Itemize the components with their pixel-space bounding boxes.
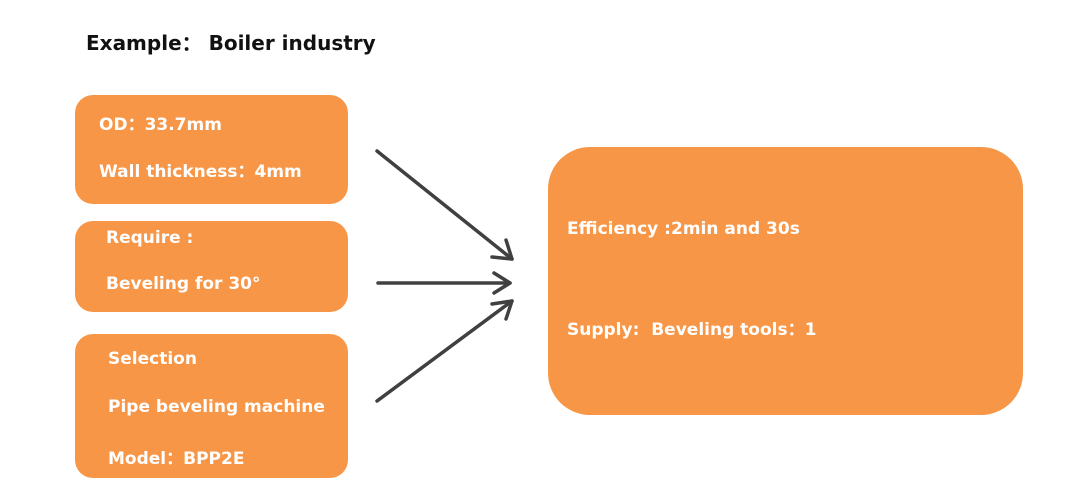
arrow-top [375, 149, 514, 261]
machine-label: Pipe beveling machine [108, 397, 325, 417]
model-label: Model：BPP2E [108, 449, 245, 469]
page-title: Example： Boiler industry [86, 31, 376, 55]
arrow-middle [376, 271, 512, 295]
selection-box: Selection Pipe beveling machine Model：BP… [75, 334, 348, 478]
efficiency-label: Efficiency :2min and 30s [567, 219, 800, 239]
result-box: Efficiency :2min and 30s Supply: Bevelin… [548, 147, 1023, 415]
wall-thickness-label: Wall thickness：4mm [99, 162, 302, 182]
supply-label: Supply: Beveling tools：1 [567, 320, 817, 340]
od-label: OD：33.7mm [99, 115, 222, 135]
selection-label: Selection [108, 349, 197, 369]
arrow-bottom [375, 299, 514, 403]
require-label: Require : [106, 228, 194, 248]
pipe-spec-box: OD：33.7mm Wall thickness：4mm [75, 95, 348, 204]
beveling-angle-label: Beveling for 30° [106, 274, 261, 294]
requirement-box: Require : Beveling for 30° [75, 221, 348, 312]
